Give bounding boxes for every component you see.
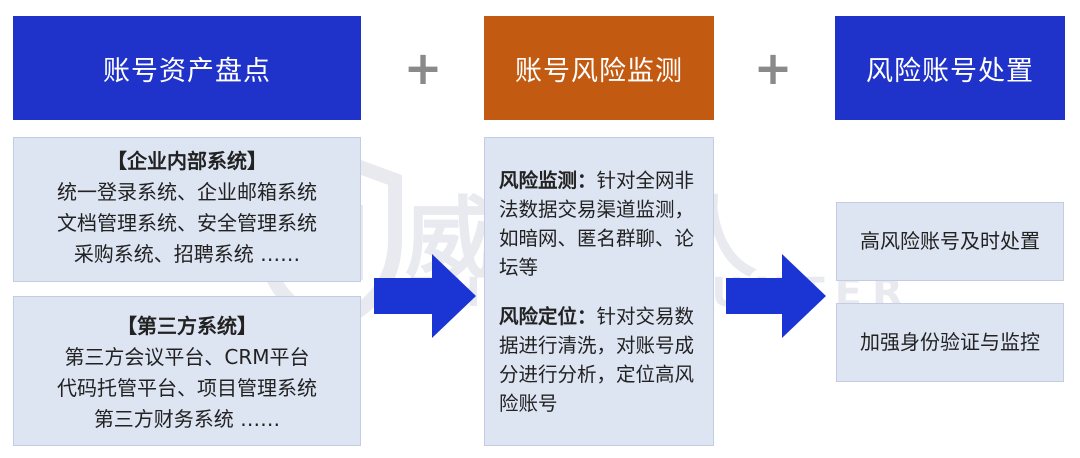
arrow-right-icon (726, 254, 826, 338)
internal-systems-panel: 【企业内部系统】 统一登录系统、企业邮箱系统 文档管理系统、安全管理系统 采购系… (13, 137, 361, 282)
third-party-systems-title: 【第三方系统】 (117, 314, 257, 338)
action-box-identity-verification: 加强身份验证与监控 (836, 303, 1064, 382)
monitoring-paragraph: 风险监测：针对全网非法数据交易渠道监测，如暗网、匿名群聊、论坛等 (499, 166, 699, 282)
arrow-right-icon (374, 254, 476, 338)
third-party-systems-line: 第三方财务系统 …… (93, 407, 281, 431)
third-party-systems-line: 代码托管平台、项目管理系统 (57, 376, 317, 400)
monitoring-label: 风险监测： (499, 169, 597, 192)
internal-systems-line: 采购系统、招聘系统 …… (73, 242, 301, 266)
internal-systems-line: 统一登录系统、企业邮箱系统 (57, 180, 317, 204)
monitoring-detail-panel: 风险监测：针对全网非法数据交易渠道监测，如暗网、匿名群聊、论坛等 风险定位：针对… (484, 137, 714, 446)
locating-text: 针对交易数据进行清洗，对账号成分进行分析，定位高风险账号 (499, 305, 695, 415)
locating-label: 风险定位： (499, 305, 597, 328)
header-disposal: 风险账号处置 (835, 16, 1065, 120)
internal-systems-title: 【企业内部系统】 (107, 149, 267, 173)
locating-paragraph: 风险定位：针对交易数据进行清洗，对账号成分进行分析，定位高风险账号 (499, 302, 699, 418)
internal-systems-line: 文档管理系统、安全管理系统 (57, 211, 317, 235)
action-box-timely-disposal: 高风险账号及时处置 (836, 202, 1064, 281)
third-party-systems-line: 第三方会议平台、CRM平台 (64, 345, 310, 369)
header-monitoring: 账号风险监测 (484, 16, 714, 120)
plus-sign-2: + (753, 41, 793, 95)
header-inventory: 账号资产盘点 (13, 16, 361, 120)
monitoring-text: 针对全网非法数据交易渠道监测，如暗网、匿名群聊、论坛等 (499, 169, 695, 279)
plus-sign-1: + (403, 41, 443, 95)
third-party-systems-panel: 【第三方系统】 第三方会议平台、CRM平台 代码托管平台、项目管理系统 第三方财… (13, 296, 361, 446)
